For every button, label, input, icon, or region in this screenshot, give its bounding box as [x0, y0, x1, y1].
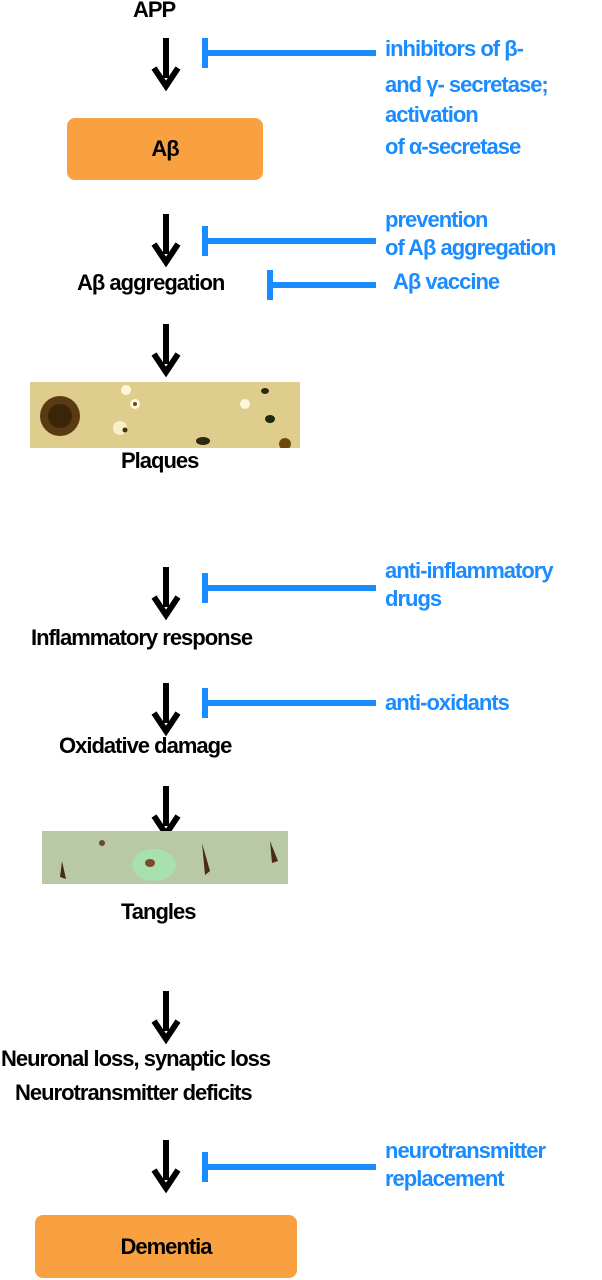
step-neuronal-loss: Neuronal loss, synaptic loss	[1, 1046, 271, 1071]
arrow-down-icon	[151, 683, 181, 737]
plaques-micrograph	[30, 382, 300, 448]
step-abeta: Aβ	[151, 136, 179, 161]
abeta-box: Aβ	[67, 118, 263, 180]
arrow-down-icon	[151, 324, 181, 378]
step-aggregation: Aβ aggregation	[77, 270, 225, 295]
arrow-down-icon	[151, 214, 181, 268]
intervention-antioxidants: anti-oxidants	[385, 690, 510, 715]
intervention-replacement-2: replacement	[385, 1166, 505, 1191]
arrow-down-icon	[151, 38, 181, 92]
inhibition-bar-icon	[202, 573, 376, 603]
inhibition-bar-icon	[202, 688, 376, 718]
intervention-secretase-2: and γ- secretase;	[385, 72, 549, 97]
intervention-replacement-1: neurotransmitter	[385, 1138, 546, 1163]
step-neurotransmitter-deficits: Neurotransmitter deficits	[15, 1080, 253, 1105]
step-dementia: Dementia	[120, 1233, 212, 1259]
intervention-prevention-1: prevention	[385, 207, 488, 232]
arrow-down-icon	[151, 567, 181, 621]
arrow-down-icon	[151, 991, 181, 1045]
step-oxidative: Oxidative damage	[59, 733, 232, 758]
intervention-prevention-2: of Aβ aggregation	[385, 235, 556, 260]
step-tangles: Tangles	[121, 899, 197, 924]
intervention-anti-inflammatory-2: drugs	[385, 586, 442, 611]
tangles-micrograph	[42, 831, 288, 884]
intervention-vaccine: Aβ vaccine	[393, 269, 500, 294]
arrow-down-icon	[151, 1140, 181, 1194]
inhibition-bar-icon	[267, 270, 376, 300]
dementia-box: Dementia	[35, 1215, 297, 1278]
step-inflammatory: Inflammatory response	[31, 625, 253, 650]
inhibition-bar-icon	[202, 1152, 376, 1182]
inhibition-bar-icon	[202, 226, 376, 256]
intervention-anti-inflammatory-1: anti-inflammatory	[385, 558, 554, 583]
step-plaques: Plaques	[121, 448, 199, 473]
intervention-secretase-3: activation	[385, 102, 479, 127]
intervention-secretase-1: inhibitors of β-	[385, 36, 524, 61]
intervention-secretase-4: of α-secretase	[385, 134, 521, 159]
step-app: APP	[133, 0, 176, 22]
inhibition-bar-icon	[202, 38, 376, 68]
